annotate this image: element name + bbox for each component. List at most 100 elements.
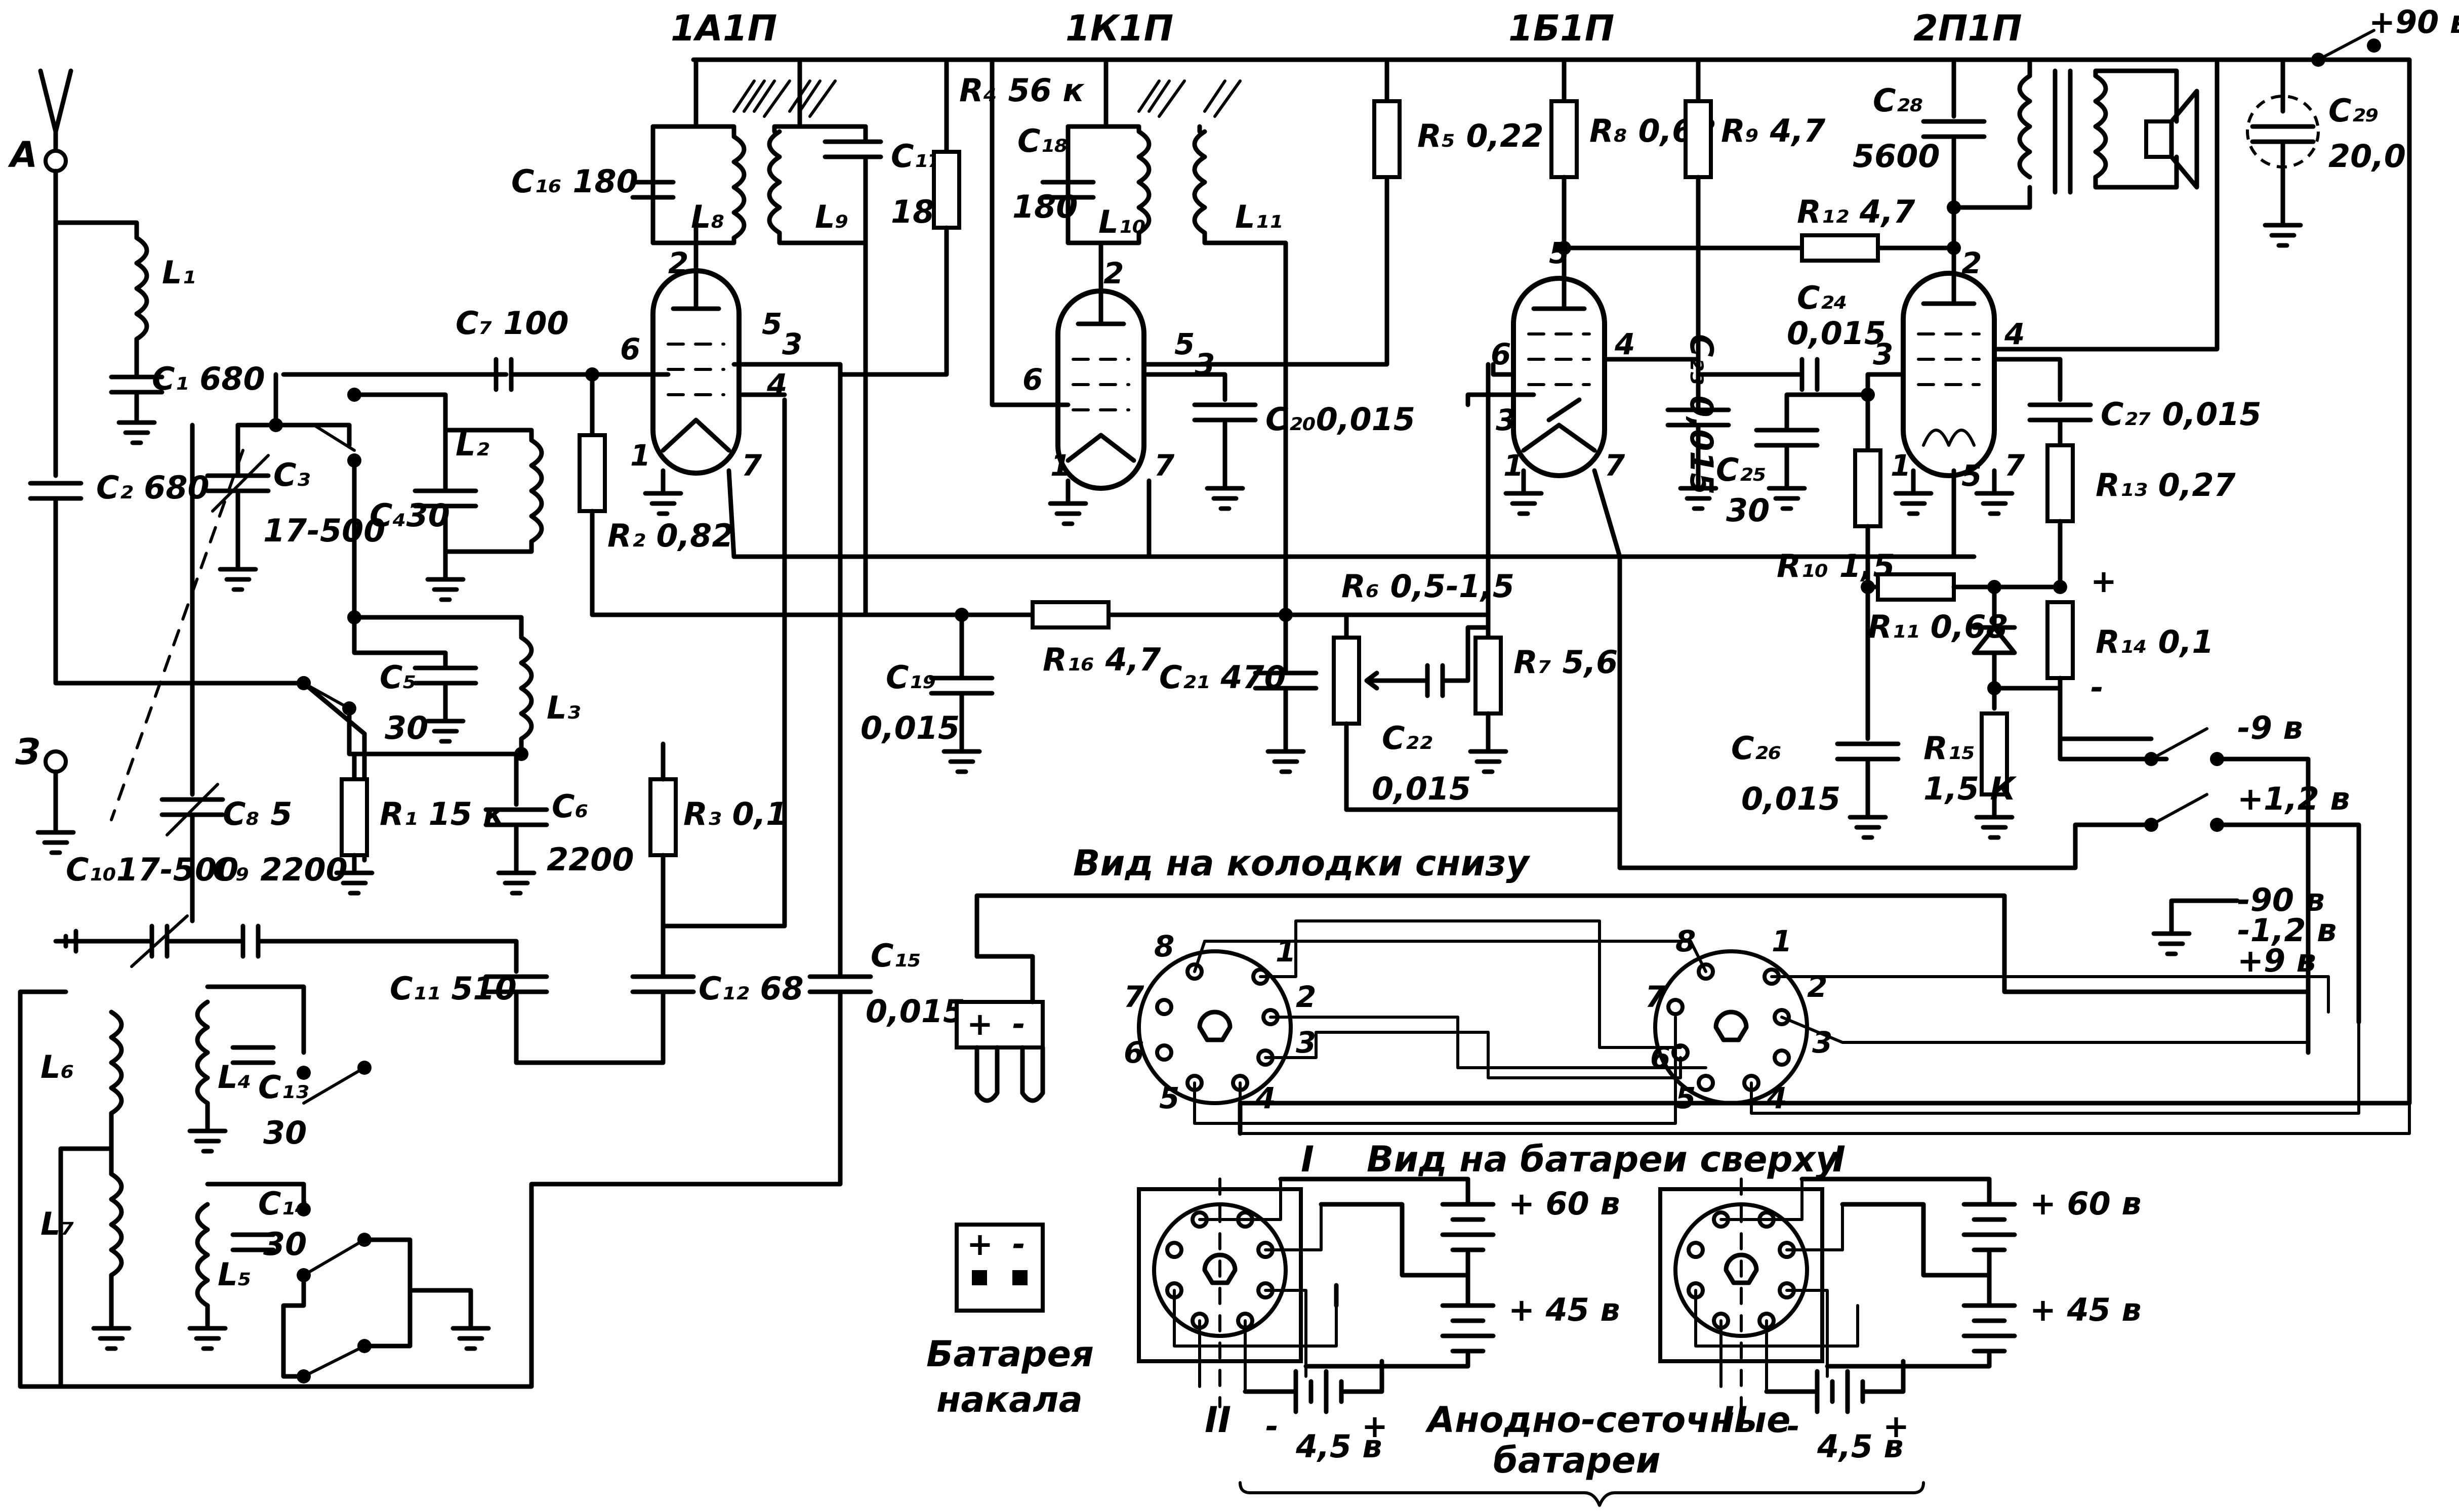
L2-label: L₂	[456, 426, 489, 463]
C22-value: 0,015	[1372, 770, 1471, 807]
C19-label: C₁₉	[886, 659, 936, 696]
R10-resistor	[1853, 448, 1882, 528]
supply-list-0: -90 в	[2237, 881, 2325, 918]
left-socket	[1137, 949, 1293, 1105]
L6-label: L₆	[40, 1048, 74, 1085]
L4-label: L₄	[218, 1059, 252, 1096]
R4-resistor	[932, 150, 961, 230]
tube1-pin-2: 2	[668, 246, 688, 280]
tube2-pin-3: 3	[1195, 347, 1215, 382]
C29-label: C₂₉	[2328, 92, 2379, 129]
L11-label: L₁₁	[1235, 198, 1283, 235]
C20-label: C₂₀0,015	[1265, 401, 1415, 438]
C7-label: C₇ 100	[456, 305, 569, 342]
right-bias-plus: +	[1883, 1408, 1909, 1445]
speaker-magnet	[2144, 119, 2174, 159]
left-battery-60v: + 60 в	[1508, 1185, 1620, 1222]
C22-label: C₂₂	[1382, 720, 1432, 757]
left-pin-4: 4	[1255, 1081, 1276, 1115]
C6-label: C₆	[552, 788, 589, 825]
left-bias-voltage: 4,5 в	[1295, 1428, 1382, 1465]
right-bias-minus: -	[1787, 1408, 1800, 1445]
tube1-stage: 1А1П C₁₆ 180 L₈ L₉ C₁₇ 180	[456, 8, 1085, 617]
L4-coil	[195, 999, 210, 1106]
tube3-name: 1Б1П	[1508, 8, 1614, 49]
C18-value: 180	[1012, 188, 1078, 225]
power-section: C₂₉ 20,0 +90 в -9 в +1,2 в -90 в -1,2 в …	[1617, 4, 2459, 1055]
right-pin-5: 5	[1675, 1081, 1696, 1115]
tube3-pin-3: 3	[1496, 403, 1516, 437]
C25-label: C₂₅	[1716, 451, 1767, 488]
C23-label: C₂₃ 0,015	[1683, 334, 1720, 495]
antenna-icon	[38, 68, 73, 134]
L1-coil	[134, 235, 149, 342]
r14-plus: +	[2091, 563, 2117, 600]
tube1-pin-1: 1	[630, 438, 650, 473]
R11-resistor	[1876, 572, 1956, 602]
right-pin-1: 1	[1772, 924, 1792, 958]
C15-value: 0,015	[866, 993, 965, 1030]
C15-label: C₁₅	[871, 937, 921, 974]
left-pin-2: 2	[1296, 980, 1316, 1014]
C16-label: C₁₆ 180	[511, 163, 638, 200]
tube2-pin-1: 1	[1050, 448, 1071, 483]
tube4-pin-7: 7	[2004, 448, 2025, 483]
battery-roman-1-right: I	[1832, 1139, 1846, 1180]
tube3-pin-5: 5	[1549, 236, 1569, 270]
C11-label: C₁₁ 510	[390, 970, 517, 1007]
R8-resistor	[1549, 99, 1579, 179]
tube1-pin-4: 4	[766, 367, 787, 402]
R9-resistor	[1684, 99, 1713, 179]
L6-coil	[109, 1010, 124, 1116]
detector-avc: C₁₉ 0,015 R₁₆ 4,7 C₂₁ 470 R₆ 0,5-1,5 C₂₂…	[860, 362, 1618, 812]
R10-label: R₁₀ 1,5	[1777, 548, 1895, 584]
right-socket-key	[1713, 1010, 1749, 1042]
speaker-icon	[2169, 89, 2199, 190]
output-transformer-primary	[2017, 73, 2032, 180]
ground-terminal-label: З	[15, 731, 40, 773]
filament-battery-plus: +	[967, 1226, 993, 1263]
C14-value: 30	[263, 1226, 307, 1263]
C26-label: C₂₆	[1731, 730, 1782, 767]
filament-battery-terminal-plus	[972, 1270, 987, 1285]
ground-terminal	[44, 749, 68, 774]
tube3-stage: 1Б1П R₈ 0,68 R₉ 4,7 C₂₃ 0,015 R₁₂ 4,7	[1465, 8, 1956, 870]
L3-coil	[519, 635, 534, 741]
left-pin-5: 5	[1159, 1081, 1179, 1115]
right-socket	[1653, 949, 1809, 1105]
supply-minus9: -9 в	[2237, 709, 2303, 746]
R12-resistor	[1800, 233, 1880, 263]
R15-value: 1,5 К	[1923, 770, 2017, 807]
batteries-brace	[1239, 1481, 1925, 1507]
antenna-terminal-label: А	[8, 134, 37, 176]
filament-battery-label-2: накала	[936, 1379, 1083, 1420]
R3-label: R₃ 0,1	[683, 795, 788, 832]
tube1-name: 1А1П	[671, 8, 777, 49]
right-pin-2: 2	[1807, 970, 1827, 1004]
L1-label: L₁	[162, 254, 196, 291]
tube2-pin-5: 5	[1174, 327, 1195, 361]
C18-label: C₁₈	[1017, 122, 1068, 159]
R13-resistor	[2045, 443, 2075, 523]
C10-label: C₁₀17-500	[66, 851, 238, 888]
R12-label: R₁₂ 4,7	[1797, 193, 1915, 230]
C6-value: 2200	[547, 841, 634, 878]
oscillator-section: C₈ 5 C₁₀17-500 C₉ 2200 C₁₁ 510 C₁₂ 68 R₃…	[18, 372, 965, 1389]
C24-label: C₂₄	[1797, 279, 1848, 316]
R7-label: R₇ 5,6	[1513, 644, 1618, 681]
left-bias-minus: -	[1265, 1408, 1279, 1445]
C25-value: 30	[1726, 492, 1770, 529]
R5-label: R₅ 0,22	[1417, 117, 1543, 154]
L7-label: L₇	[40, 1205, 74, 1242]
battery-roman-1-left: I	[1301, 1139, 1314, 1180]
battery-roman-2-left: II	[1205, 1399, 1231, 1441]
C21-label: C₂₁ 470	[1159, 659, 1286, 696]
C26-value: 0,015	[1741, 780, 1840, 817]
tube1-pin-7: 7	[742, 448, 762, 483]
tube3-pin-4: 4	[1614, 327, 1635, 361]
left-socket-pins	[1155, 962, 1280, 1092]
L5-coil	[195, 1202, 210, 1308]
filament-connector	[955, 1000, 1045, 1049]
tube4-pin-3: 3	[1873, 337, 1893, 371]
L2-coil	[529, 438, 544, 544]
